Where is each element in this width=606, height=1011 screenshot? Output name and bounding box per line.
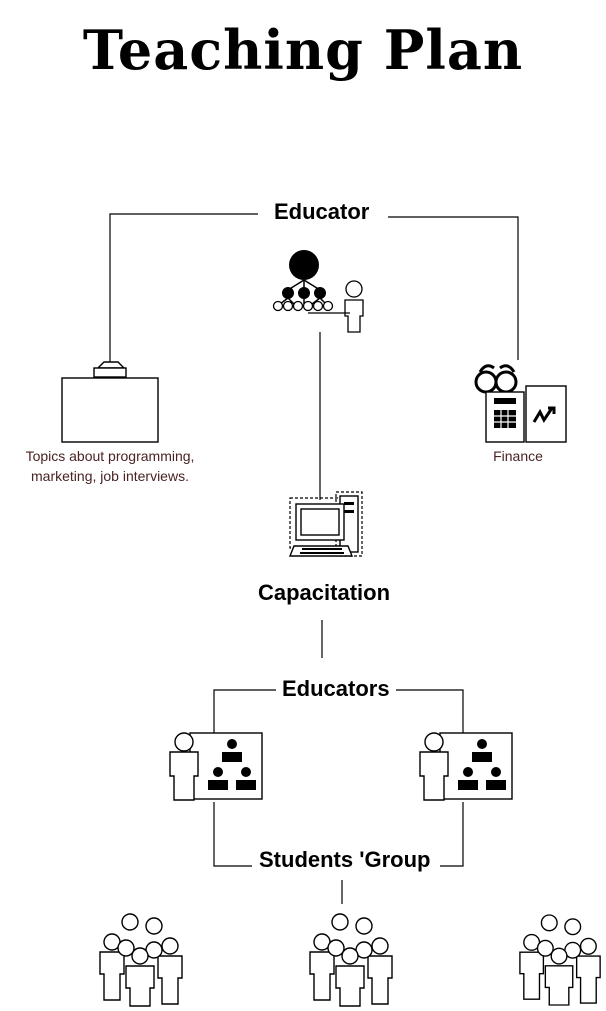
teacher-classroom-icon <box>419 732 513 801</box>
computer-icon <box>288 491 363 557</box>
people-group-icon <box>99 913 183 1007</box>
people-group-icon <box>519 914 601 1006</box>
educator-label: Educator <box>268 199 376 225</box>
page-title: Teaching Plan <box>82 18 524 82</box>
teacher-classroom-icon <box>169 732 263 801</box>
finance-caption: Finance <box>493 448 543 464</box>
capacitation-label: Capacitation <box>252 580 397 606</box>
topics-caption: Topics about programming, marketing, job… <box>25 448 195 484</box>
glasses-calculator-chart-icon <box>474 364 567 443</box>
org-chart-presenter-icon <box>272 250 364 333</box>
briefcase-icon <box>61 361 159 443</box>
people-group-icon <box>309 913 393 1007</box>
students-group-label: Students 'Group <box>253 847 437 873</box>
educators-label: Educators <box>276 676 396 702</box>
